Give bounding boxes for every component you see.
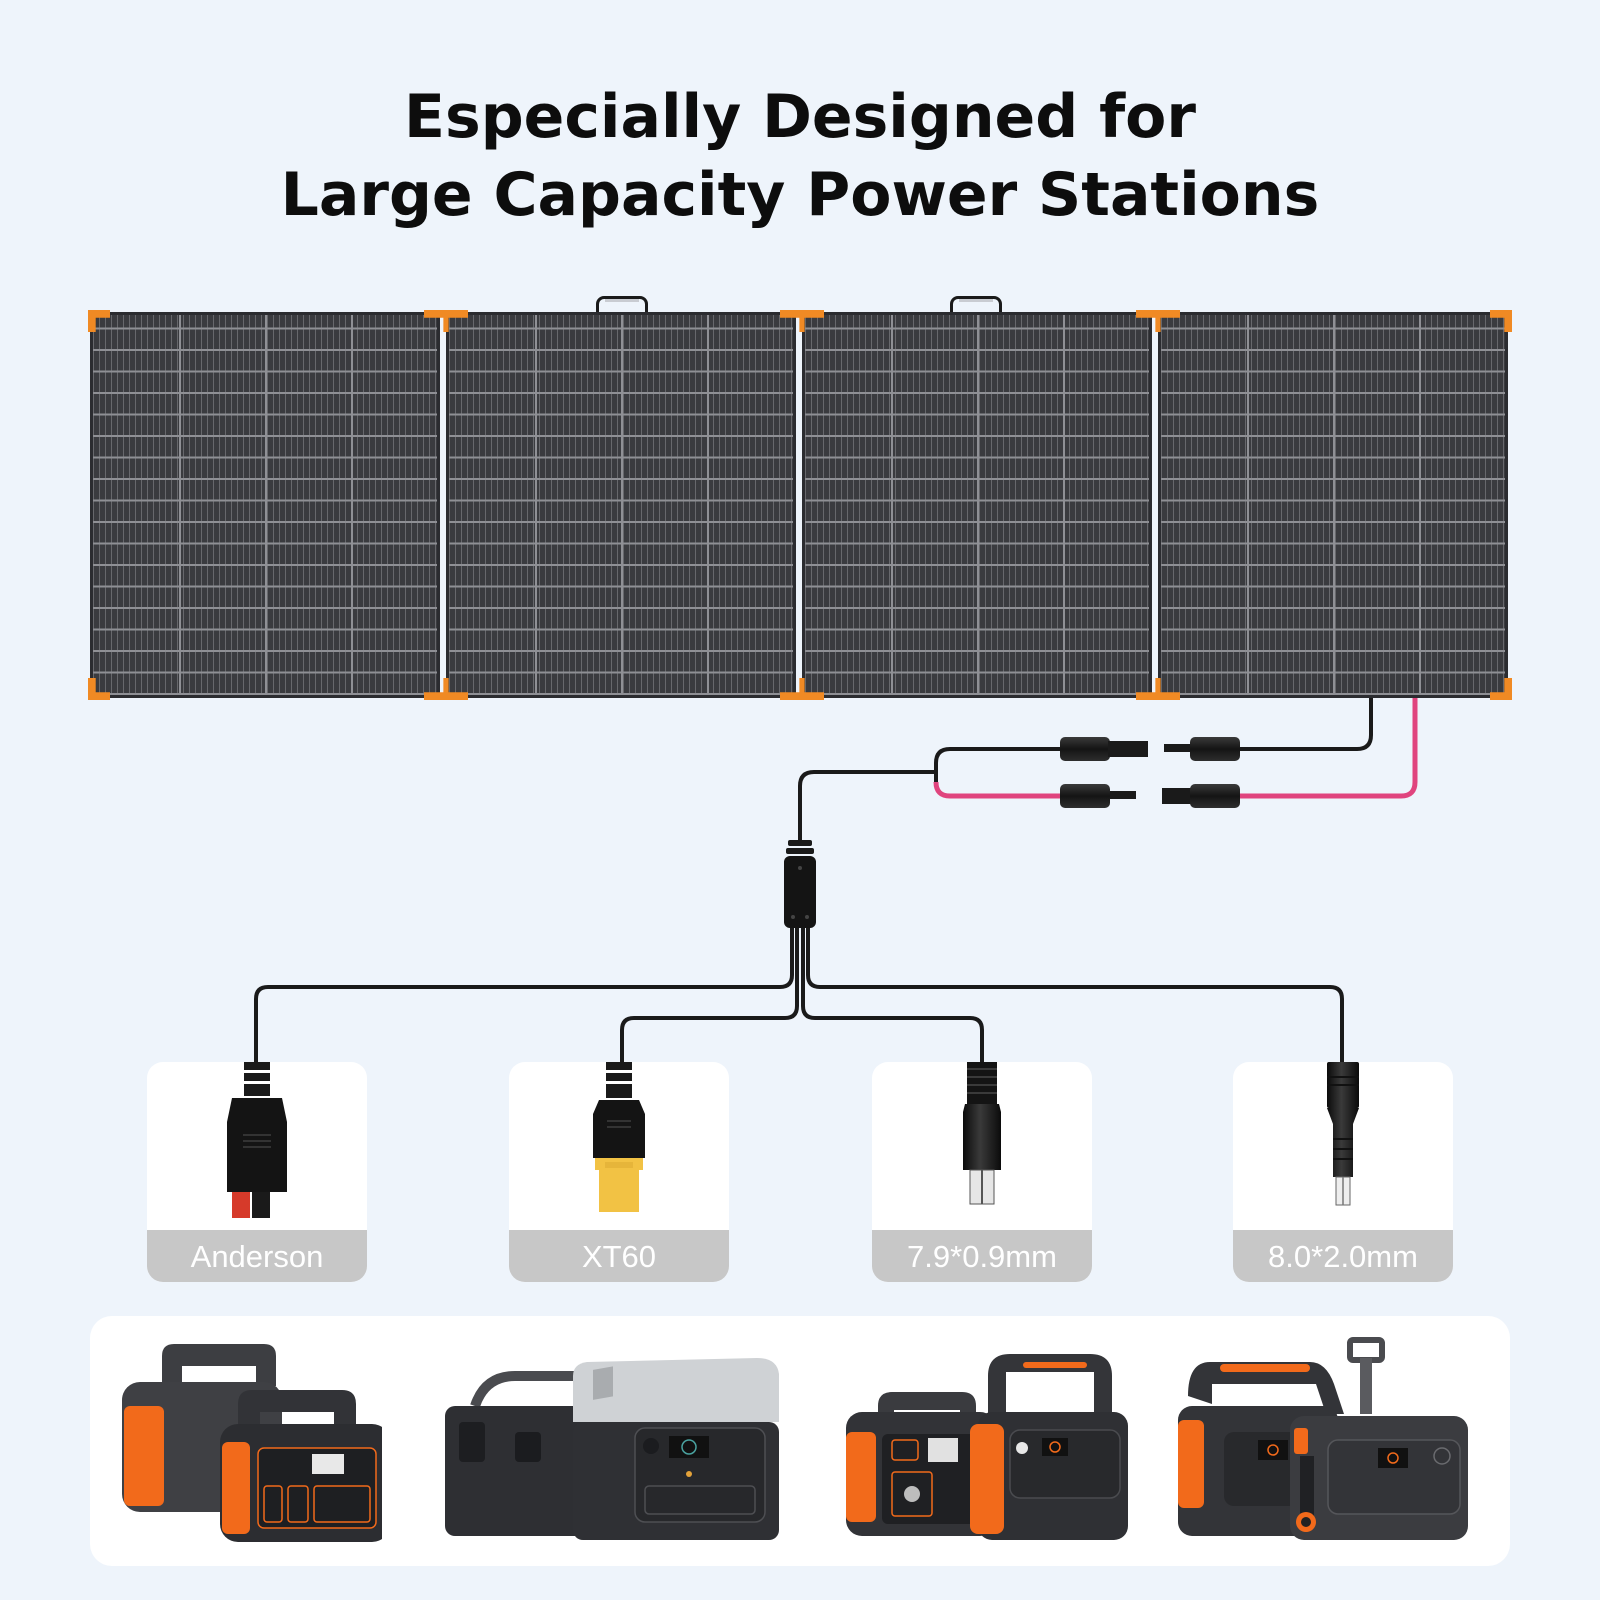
solar-panel-fold-3	[802, 312, 1152, 698]
mc4-male-connector-icon	[1164, 737, 1240, 761]
mc4-female-connector-icon	[1060, 737, 1148, 761]
compatible-stations-panel	[90, 1316, 1510, 1566]
mc4-male-connector-icon	[1060, 784, 1136, 808]
solar-panel-fold-1	[90, 312, 440, 698]
panel-handle-right	[950, 296, 1002, 314]
connector-label: XT60	[509, 1230, 729, 1282]
connector-card-xt60: XT60	[509, 1062, 729, 1282]
mc4-female-connector-icon	[1162, 784, 1240, 808]
power-station-group-4	[1178, 1337, 1468, 1540]
anderson-plug-icon	[227, 1062, 287, 1218]
xt60-plug-icon	[593, 1062, 645, 1212]
connector-label: Anderson	[147, 1230, 367, 1282]
solar-panel	[88, 310, 1512, 700]
splitter-hub-icon	[784, 840, 816, 928]
connector-card-dc7909: 7.9*0.9mm	[872, 1062, 1092, 1282]
panel-handle-left	[596, 296, 648, 314]
title-line-1: Especially Designed for	[404, 82, 1196, 152]
connector-card-dc8020: 8.0*2.0mm	[1233, 1062, 1453, 1282]
page-title: Especially Designed for Large Capacity P…	[0, 78, 1600, 234]
title-line-2: Large Capacity Power Stations	[280, 160, 1320, 230]
connector-label: 7.9*0.9mm	[872, 1230, 1092, 1282]
dc7909-plug-icon	[963, 1062, 1001, 1205]
connector-label: 8.0*2.0mm	[1233, 1230, 1453, 1282]
solar-panel-fold-2	[446, 312, 796, 698]
solar-panel-fold-4	[1158, 312, 1508, 698]
dc8020-plug-icon	[1327, 1062, 1359, 1206]
power-station-group-3	[846, 1354, 1128, 1540]
power-station-group-2	[445, 1358, 779, 1540]
connector-card-anderson: Anderson	[147, 1062, 367, 1282]
power-station-group-1	[122, 1344, 382, 1542]
